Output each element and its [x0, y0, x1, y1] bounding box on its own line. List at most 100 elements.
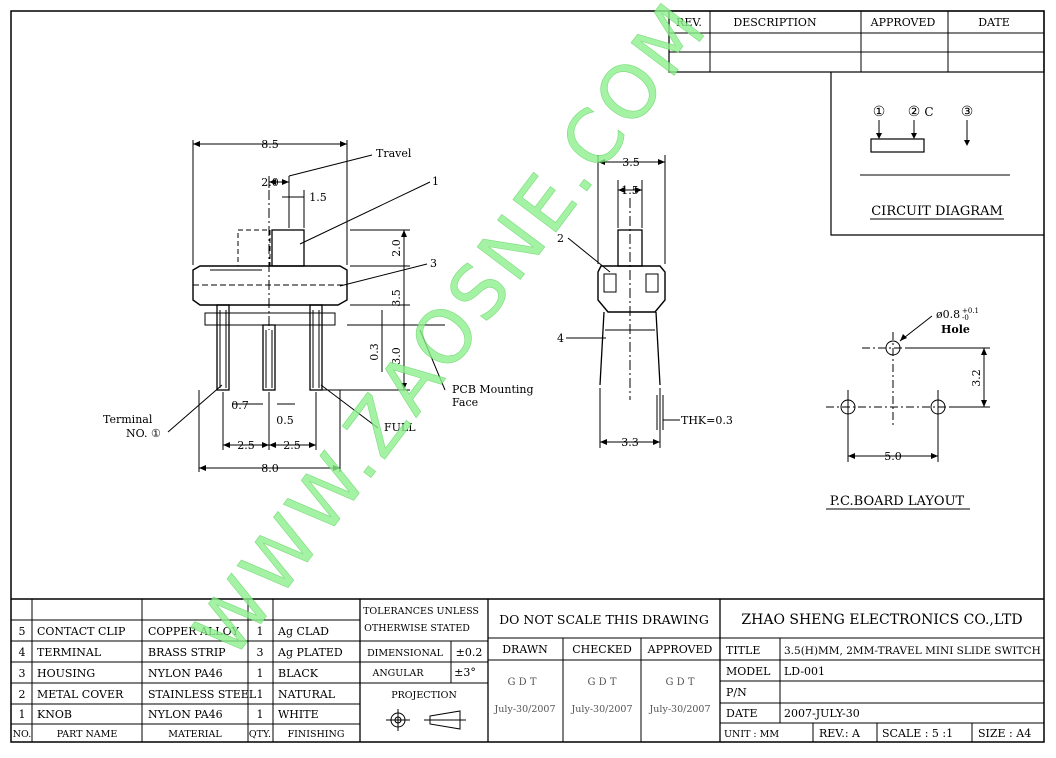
pn-label: P/N [726, 686, 747, 699]
part-row-no: 4 [19, 646, 26, 659]
title-value: 3.5(H)MM, 2MM-TRAVEL MINI SLIDE SWITCH [784, 645, 1041, 657]
side-callout-4: 4 [557, 332, 564, 345]
front-dim-width: 8.5 [261, 138, 279, 151]
side-thk-label: THK=0.3 [681, 414, 733, 427]
part-row-material: NYLON PA46 [148, 708, 223, 721]
part-row-name: KNOB [37, 708, 72, 721]
tolerances-block: TOLERANCES UNLESS OTHERWISE STATED DIMEN… [363, 606, 482, 731]
part-row-qty: 3 [257, 646, 264, 659]
front-callout-3: 3 [430, 257, 437, 270]
part-row-finishing: BLACK [278, 667, 319, 680]
part-row-qty: 1 [257, 625, 264, 638]
part-row-material: BRASS STRIP [148, 646, 226, 659]
projection-label: PROJECTION [391, 690, 457, 701]
front-callout-1: 1 [432, 175, 439, 188]
front-dim-pitch-right: 2.5 [283, 439, 301, 452]
drawn-by: G D T [507, 677, 536, 688]
drawn-date: July-30/2007 [493, 704, 555, 715]
pcb-mounting-label: PCB Mounting [452, 383, 534, 396]
front-travel-label: Travel [376, 147, 412, 160]
circuit-diagram-title: CIRCUIT DIAGRAM [871, 204, 1003, 219]
parts-table: 5 CONTACT CLIP COPPER ALLOY 1 Ag CLAD 4 … [13, 625, 345, 740]
do-not-scale-notice: DO NOT SCALE THIS DRAWING [499, 612, 709, 627]
full-label: FULL [384, 421, 416, 434]
date-label: DATE [726, 707, 758, 720]
part-row-finishing: NATURAL [278, 688, 336, 701]
approved-header: APPROVED [870, 16, 936, 29]
circuit-pin-1: ① [873, 104, 886, 120]
front-view [167, 140, 446, 472]
side-view-arrows [598, 159, 665, 445]
checked-date: July-30/2007 [570, 704, 632, 715]
pcb-layout-arrows [848, 334, 987, 459]
pcb-hole-tol-plus: +0.1 [962, 307, 979, 315]
part-row-material: STAINLESS STEEL [148, 688, 257, 701]
parts-header-name: PART NAME [57, 729, 118, 740]
revision-table: REV. DESCRIPTION APPROVED DATE [668, 10, 1045, 73]
description-header: DESCRIPTION [733, 16, 817, 29]
circuit-pin-2: ② [908, 104, 921, 120]
part-row-name: TERMINAL [37, 646, 102, 659]
part-row-name: CONTACT CLIP [37, 625, 126, 638]
front-dim-body-height: 3.5 [390, 289, 403, 307]
checked-by: G D T [587, 677, 616, 688]
pcb-dim-height: 3.2 [970, 369, 983, 387]
side-callout-2: 2 [557, 232, 564, 245]
title-block-grid [11, 598, 1044, 742]
circuit-diagram: ① ② C ③ CIRCUIT DIAGRAM [830, 72, 1044, 236]
front-view-arrows [193, 141, 407, 471]
date-value: 2007-JULY-30 [784, 707, 860, 720]
front-dim-knob-travel: 2.0 [261, 176, 279, 189]
terminal-no-label: NO. ① [126, 427, 161, 440]
approved-by: G D T [665, 677, 694, 688]
unit-label: UNIT : MM [724, 729, 779, 740]
model-value: LD-001 [784, 665, 825, 678]
parts-header-finishing: FINISHING [288, 729, 345, 740]
projection-symbol [386, 709, 466, 731]
signoff-block: DO NOT SCALE THIS DRAWING DRAWN CHECKED … [493, 612, 712, 715]
part-row-qty: 1 [257, 708, 264, 721]
front-dim-pin-thk: 0.5 [276, 414, 294, 427]
front-dim-pin-width: 0.7 [231, 399, 249, 412]
part-row-material: COPPER ALLOY [148, 625, 240, 638]
rev-label: REV.: A [819, 727, 861, 740]
circuit-pin-3: ③ [961, 104, 974, 120]
checked-label: CHECKED [572, 643, 632, 656]
model-label: MODEL [726, 665, 771, 678]
pcb-hole-label: Hole [941, 323, 970, 336]
part-row-qty: 1 [257, 667, 264, 680]
date-header: DATE [978, 16, 1010, 29]
part-row-finishing: Ag CLAD [277, 625, 329, 638]
front-dim-pin-length: 3.0 [390, 347, 403, 365]
part-row-no: 2 [19, 688, 26, 701]
angular-value: ±3° [454, 666, 476, 679]
watermark: WWW.ZAOSNE.COM [178, 0, 725, 673]
part-row-no: 5 [19, 625, 26, 638]
title-label: TITLE [726, 644, 760, 657]
rev-header: REV. [676, 16, 702, 29]
title-block: ZHAO SHENG ELECTRONICS CO.,LTD TITLE 3.5… [724, 612, 1041, 740]
approved-date: July-30/2007 [648, 704, 710, 715]
parts-header-qty: QTY. [249, 729, 271, 740]
terminal-label: Terminal [103, 413, 153, 426]
front-dim-total: 8.0 [261, 462, 279, 475]
front-dim-pitch-left: 2.5 [237, 439, 255, 452]
drawn-label: DRAWN [502, 643, 548, 656]
part-row-finishing: Ag PLATED [277, 646, 343, 659]
part-row-material: NYLON PA46 [148, 667, 223, 680]
pcb-dim-width: 5.0 [884, 450, 902, 463]
scale-label: SCALE : 5 :1 [882, 727, 953, 740]
part-row-name: METAL COVER [37, 688, 124, 701]
approved-label: APPROVED [647, 643, 713, 656]
side-dim-knob: 1.5 [621, 184, 639, 197]
sheet-border [10, 10, 1045, 743]
parts-header-material: MATERIAL [168, 729, 222, 740]
pcb-layout-title: P.C.BOARD LAYOUT [830, 494, 965, 509]
part-row-no: 1 [19, 708, 26, 721]
tolerances-title-2: OTHERWISE STATED [364, 623, 470, 634]
pcb-face-label: Face [452, 396, 478, 409]
tolerances-title-1: TOLERANCES UNLESS [363, 606, 479, 617]
parts-header-no: NO. [13, 729, 32, 740]
side-view [566, 155, 680, 448]
